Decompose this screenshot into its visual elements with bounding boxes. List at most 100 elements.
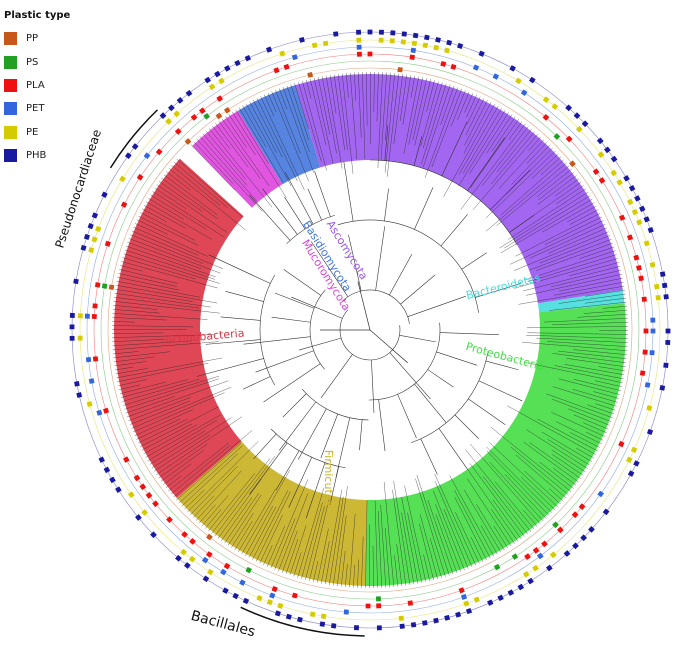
tree-arc bbox=[342, 289, 410, 324]
marker-pla bbox=[592, 168, 600, 176]
tree-leaf-branch bbox=[249, 101, 277, 153]
tree-branch bbox=[271, 316, 311, 323]
tree-leaf-branch bbox=[341, 73, 354, 174]
marker-phb bbox=[175, 554, 182, 562]
tree-leaf-branch bbox=[402, 75, 411, 125]
marker-phb bbox=[497, 594, 504, 602]
tree-leaf-branch bbox=[225, 116, 247, 148]
marker-pla bbox=[618, 440, 625, 448]
tree-leaf-branch bbox=[238, 107, 284, 183]
marker-pe bbox=[522, 570, 530, 578]
tree-leaf-branch bbox=[279, 88, 288, 110]
tree-leaf-branch bbox=[116, 357, 223, 379]
tree-leaf-branch bbox=[221, 118, 270, 187]
tree-branch bbox=[436, 351, 478, 366]
tree-leaf-branch bbox=[576, 447, 594, 459]
tree-leaf-branch bbox=[297, 487, 325, 578]
tree-leaf-branch bbox=[138, 418, 188, 444]
marker-phb bbox=[91, 212, 99, 219]
marker-phb bbox=[376, 625, 382, 631]
tree-leaf-branch bbox=[551, 454, 584, 476]
marker-phb bbox=[663, 294, 669, 300]
tree-leaf-branch bbox=[112, 341, 219, 350]
tree-leaf-branch bbox=[472, 133, 539, 211]
tree-leaf-branch bbox=[113, 356, 155, 363]
tree-leaf-branch bbox=[539, 461, 574, 489]
tree-leaf-branch bbox=[525, 273, 622, 296]
tree-leaf-branch bbox=[465, 98, 485, 136]
tree-branch bbox=[397, 394, 417, 439]
tree-leaf-branch bbox=[112, 325, 194, 328]
tree-leaf-branch bbox=[293, 552, 302, 577]
marker-phb bbox=[646, 428, 654, 435]
marker-pe bbox=[597, 151, 605, 159]
tree-leaf-branch bbox=[558, 350, 627, 359]
tree-leaf-branch bbox=[548, 227, 608, 254]
marker-phb bbox=[98, 456, 105, 463]
tree-leaf-branch bbox=[156, 416, 242, 475]
tree-leaf-branch bbox=[202, 133, 248, 186]
tree-leaf-branch bbox=[274, 518, 296, 570]
tree-branch bbox=[371, 359, 375, 413]
marker-pet bbox=[84, 313, 90, 319]
tree-leaf-branch bbox=[554, 365, 624, 379]
legend-label: PS bbox=[26, 56, 39, 68]
label-bacteroidetes: Bacteroidetes bbox=[465, 271, 542, 302]
tree-leaf-branch bbox=[586, 432, 604, 441]
tree-arc bbox=[337, 219, 479, 313]
marker-phb bbox=[101, 191, 108, 198]
tree-leaf-branch bbox=[558, 293, 626, 304]
marker-pe bbox=[654, 283, 660, 290]
tree-leaf-branch bbox=[114, 361, 146, 367]
legend-title: Plastic type bbox=[4, 10, 71, 21]
tree-branch bbox=[359, 419, 363, 451]
tree-leaf-branch bbox=[357, 559, 359, 588]
label-bacillales: Bacillales bbox=[189, 608, 257, 641]
tree-leaf-branch bbox=[467, 469, 519, 542]
tree-leaf-branch bbox=[465, 449, 532, 532]
marker-phb bbox=[444, 614, 451, 621]
tree-leaf-branch bbox=[449, 475, 495, 557]
legend-item-ps: PS bbox=[4, 50, 104, 73]
tree-leaf-branch bbox=[569, 209, 599, 225]
tree-leaf-branch bbox=[490, 426, 572, 492]
tree-leaf-branch bbox=[218, 120, 261, 179]
marker-phb bbox=[285, 613, 292, 620]
marker-phb bbox=[331, 623, 337, 629]
tree-leaf-branch bbox=[345, 564, 348, 587]
marker-pet bbox=[88, 378, 95, 384]
tree-leaf-branch bbox=[435, 514, 458, 573]
tree-leaf-branch bbox=[408, 77, 423, 145]
marker-phb bbox=[573, 112, 581, 120]
marker-phb bbox=[412, 32, 419, 39]
tree-leaf-branch bbox=[394, 555, 399, 587]
marker-pet bbox=[239, 579, 246, 586]
tree-branch bbox=[329, 466, 339, 506]
marker-phb bbox=[224, 65, 231, 72]
marker-pe bbox=[626, 456, 633, 464]
marker-phb bbox=[109, 476, 116, 484]
tree-leaf-branch bbox=[117, 277, 180, 291]
marker-pet bbox=[220, 568, 227, 576]
tree-branch bbox=[314, 171, 331, 217]
marker-ps bbox=[553, 133, 561, 140]
tree-leaf-branch bbox=[423, 554, 430, 582]
tree-branch bbox=[288, 457, 313, 508]
tree-branch bbox=[375, 226, 386, 291]
tree-root-branch bbox=[369, 329, 408, 364]
tree-leaf-branch bbox=[556, 185, 584, 205]
marker-phb bbox=[410, 622, 417, 628]
marker-pe bbox=[630, 446, 638, 453]
marker-phb bbox=[663, 362, 669, 368]
tree-leaf-branch bbox=[245, 103, 292, 187]
tree-leaf-branch bbox=[536, 242, 613, 271]
ring-pe bbox=[79, 39, 661, 621]
tree-leaf-branch bbox=[540, 156, 562, 176]
tree-leaf-branch bbox=[549, 301, 627, 311]
tree-leaf-branch bbox=[317, 528, 329, 583]
legend-swatch bbox=[4, 102, 17, 116]
marker-pet bbox=[143, 152, 151, 160]
marker-phb bbox=[333, 31, 339, 37]
label-firmicutes: Firmicutes bbox=[322, 450, 335, 507]
tree-leaf-branch bbox=[385, 527, 390, 588]
